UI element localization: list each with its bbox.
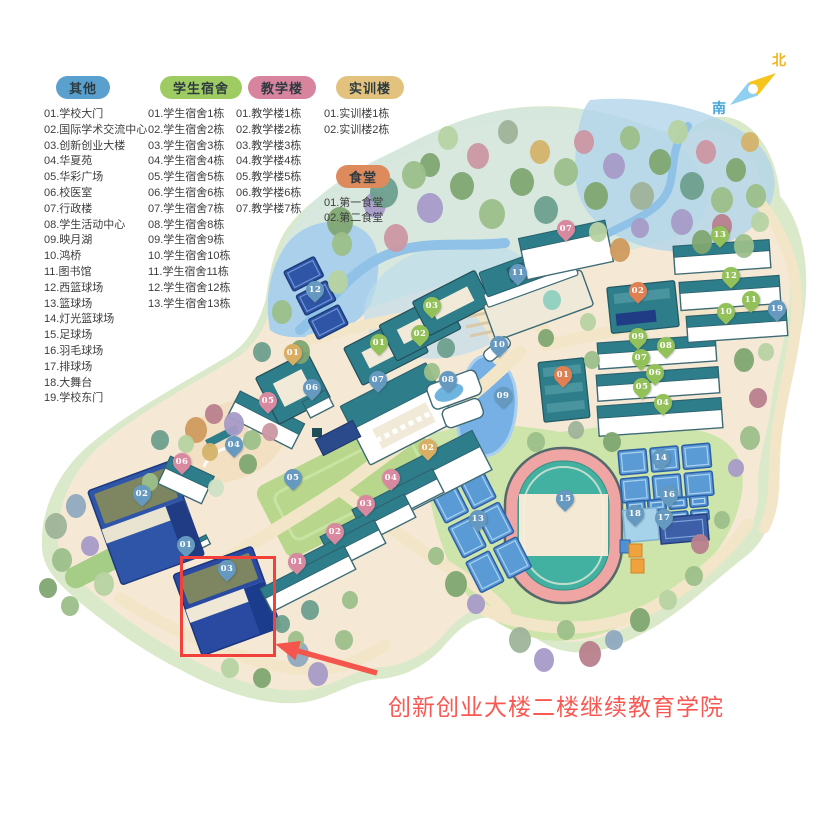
big-stage (621, 506, 661, 544)
legend-item: 02.国际学术交流中心 (44, 123, 148, 136)
annotation-text: 创新创业大楼二楼继续教育学院 (388, 694, 724, 720)
buildings (87, 219, 789, 656)
legend-item: 04.华夏苑 (44, 155, 93, 168)
legend-group-dorm: 学生宿舍 01.学生宿舍1栋 02.学生宿舍2栋 03.学生宿舍3栋 04.学生宿舍4栋… (148, 76, 243, 312)
legend-item: 11.图书馆 (44, 265, 92, 278)
legend-item: 12.学生宿舍12栋 (148, 281, 231, 294)
legend-item: 03.教学楼3栋 (236, 139, 302, 152)
legend-group-canteen: 食堂 01.第一食堂 02.第二食堂 (324, 164, 404, 228)
legend-item: 07.教学楼7栋 (236, 202, 302, 215)
legend-column-1: 其他 01.学校大门 02.国际学术交流中心 03.创新创业大楼 04.华夏苑 05.华彩… (44, 76, 147, 407)
legend-item: 07.学生宿舍7栋 (148, 202, 225, 215)
legend-column-3: 教学楼 01.教学楼1栋 02.教学楼2栋 03.教学楼3栋 04.教学楼4栋 05.教学… (236, 76, 317, 218)
legend-item: 06.教学楼6栋 (236, 186, 302, 199)
legend-group-other: 其他 01.学校大门 02.国际学术交流中心 03.创新创业大楼 04.华夏苑 05.华彩… (44, 76, 147, 407)
legend-item: 01.学生宿舍1栋 (148, 108, 225, 120)
roads (114, 199, 803, 676)
legend-badge-training: 实训楼 (336, 76, 405, 99)
legend-item: 01.学校大门 (44, 108, 104, 120)
compass-needle-icon (730, 73, 776, 105)
south-label: 南 (712, 100, 726, 116)
legend-item: 18.大舞台 (44, 376, 93, 389)
canteen-2 (606, 280, 680, 334)
legend-item: 06.校医室 (44, 186, 93, 199)
legend-item: 02.实训楼2栋 (324, 123, 390, 136)
legend-item: 10.学生宿舍10栋 (148, 250, 231, 263)
legend-item: 17.排球场 (44, 360, 93, 373)
legend-item: 09.映月湖 (44, 234, 93, 247)
legend-badge-other: 其他 (56, 76, 111, 99)
legend-item: 11.学生宿舍11栋 (148, 265, 229, 278)
legend-list-training: 01.实训楼1栋 02.实训楼2栋 (324, 107, 404, 139)
legend-list-teaching: 01.教学楼1栋 02.教学楼2栋 03.教学楼3栋 04.教学楼4栋 05.教学楼5栋… (236, 107, 316, 218)
reflecting-pool (314, 419, 362, 457)
legend-item: 19.学校东门 (44, 392, 104, 405)
highlight-box (180, 556, 276, 657)
legend-item: 16.羽毛球场 (44, 344, 104, 357)
legend-item: 04.教学楼4栋 (236, 155, 302, 168)
legend-item: 05.教学楼5栋 (236, 171, 302, 184)
legend-list-other: 01.学校大门 02.国际学术交流中心 03.创新创业大楼 04.华夏苑 05.华彩广场… (44, 107, 147, 407)
legend-item: 01.教学楼1栋 (236, 108, 302, 120)
legend-group-teaching: 教学楼 01.教学楼1栋 02.教学楼2栋 03.教学楼3栋 04.教学楼4栋 05.教学… (236, 76, 317, 218)
legend-item: 15.足球场 (44, 329, 93, 342)
innovation-building (172, 546, 282, 656)
legend-column-2: 学生宿舍 01.学生宿舍1栋 02.学生宿舍2栋 03.学生宿舍3栋 04.学生宿舍4栋… (148, 76, 243, 312)
legend-item: 07.行政楼 (44, 202, 93, 215)
legend-item: 10.鸿桥 (44, 250, 82, 263)
legend-item: 02.第二食堂 (324, 212, 384, 225)
legend-badge-teaching: 教学楼 (248, 76, 317, 99)
legend-item: 03.学生宿舍3栋 (148, 139, 225, 152)
legend-item: 14.灯光篮球场 (44, 313, 115, 326)
legend-list-dorm: 01.学生宿舍1栋 02.学生宿舍2栋 03.学生宿舍3栋 04.学生宿舍4栋 05.学… (148, 107, 242, 312)
legend-item: 09.学生宿舍9栋 (148, 234, 225, 247)
legend-item: 01.第一食堂 (324, 196, 384, 209)
legend-item: 12.西篮球场 (44, 281, 104, 294)
legend-item: 13.篮球场 (44, 297, 93, 310)
legend-item: 05.华彩广场 (44, 171, 104, 184)
legend-badge-dorm: 学生宿舍 (160, 76, 243, 99)
legend-column-4: 实训楼 01.实训楼1栋 02.实训楼2栋食堂 01.第一食堂 02.第二食堂 (324, 76, 405, 228)
legend-item: 02.学生宿舍2栋 (148, 123, 225, 136)
legend-item: 13.学生宿舍13栋 (148, 297, 231, 310)
garden-pavilion (312, 428, 322, 437)
legend-item: 06.学生宿舍6栋 (148, 186, 225, 199)
legend-item: 01.实训楼1栋 (324, 108, 390, 120)
north-label: 北 (772, 52, 786, 68)
legend-item: 08.学生宿舍8栋 (148, 218, 225, 231)
legend-item: 08.学生活动中心 (44, 218, 126, 231)
stadium (503, 446, 624, 605)
legend-item: 02.教学楼2栋 (236, 123, 302, 136)
legend-badge-canteen: 食堂 (336, 164, 391, 188)
legend-item: 05.学生宿舍5栋 (148, 171, 225, 184)
legend-list-canteen: 01.第一食堂 02.第二食堂 (324, 196, 404, 228)
annotation-arrow-icon (275, 641, 378, 676)
canteen-1 (537, 357, 591, 423)
legend-item: 04.学生宿舍4栋 (148, 155, 225, 168)
legend-item: 03.创新创业大楼 (44, 139, 126, 152)
compass: 北 南 (690, 40, 805, 120)
legend-group-training: 实训楼 01.实训楼1栋 02.实训楼2栋 (324, 76, 405, 139)
